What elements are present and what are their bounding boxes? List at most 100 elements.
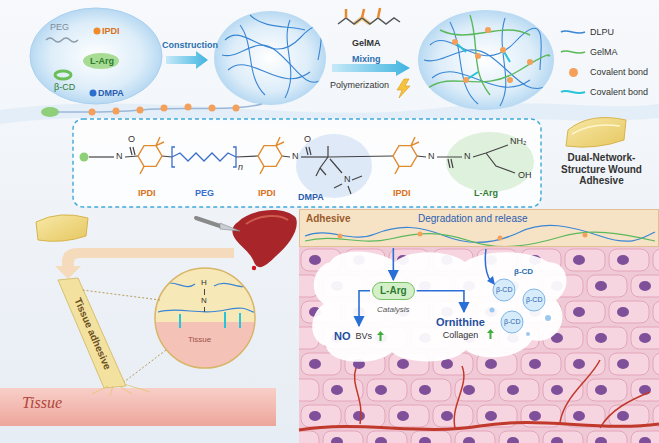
atom-label: N xyxy=(201,296,207,305)
adhesive-film xyxy=(566,118,626,148)
polymer-structure xyxy=(328,156,393,157)
adhesive-layer: AdhesiveDegradation and release xyxy=(299,209,659,247)
node-text: BVs xyxy=(356,331,373,341)
bubble-label: β-CD xyxy=(496,286,512,294)
polymer-chain xyxy=(113,108,120,115)
polymer-structure xyxy=(73,119,541,207)
polymer-structure xyxy=(316,146,342,176)
legend-line xyxy=(561,91,585,93)
tissue-label: Tissue xyxy=(22,394,62,412)
polymer-structure xyxy=(162,156,172,157)
polymer-structure xyxy=(130,147,135,155)
dual-network xyxy=(452,27,533,83)
polyurethane-network xyxy=(225,27,321,60)
legend-line xyxy=(561,51,585,53)
tissue-panel xyxy=(493,279,515,301)
tissue-panel xyxy=(490,308,552,337)
increase-arrow xyxy=(487,329,494,339)
polymer-structure xyxy=(172,147,236,167)
dual-network xyxy=(424,50,548,89)
monomer-pool xyxy=(30,8,162,104)
legend-text: Covalent bond xyxy=(590,87,648,97)
polymer-structure xyxy=(260,137,284,174)
dual-network xyxy=(455,42,510,80)
polymer-chain xyxy=(209,105,216,112)
legend-text: DLPU xyxy=(590,27,614,37)
polymer-chain xyxy=(58,104,262,112)
zoom-view xyxy=(160,283,195,287)
zoom-view xyxy=(158,283,256,312)
adhesive-strip xyxy=(110,386,113,396)
legend-row: Covalent bond xyxy=(560,64,648,80)
legend-line xyxy=(560,88,586,96)
polymer-structure xyxy=(140,137,164,174)
legend-line xyxy=(560,48,586,56)
dual-network xyxy=(500,47,506,53)
product-group: OrnithineCollagen xyxy=(432,314,496,342)
zoom-view xyxy=(150,266,260,372)
monomer-pool xyxy=(30,8,162,104)
zoom-view xyxy=(150,266,260,322)
node-text: L-Arg xyxy=(380,285,407,297)
tissue-bar xyxy=(0,388,276,426)
polymer-structure xyxy=(172,153,236,161)
legend-row: DLPU xyxy=(560,24,648,40)
legend-text: GelMA xyxy=(590,47,618,57)
node-text: IPDI xyxy=(258,188,276,198)
tissue-panel xyxy=(338,234,343,239)
polymer-chain xyxy=(161,105,168,112)
polymer-structure xyxy=(236,156,258,157)
polyurethane-network xyxy=(250,15,305,30)
dual-network xyxy=(475,53,481,59)
node-text: DMPA xyxy=(98,88,124,98)
scalpel xyxy=(220,223,240,231)
flow-arrow xyxy=(417,291,464,312)
molecule-label: β-CD xyxy=(514,267,533,276)
atom-label: N xyxy=(292,151,299,161)
node-text: PEG xyxy=(195,188,214,198)
dual-network xyxy=(507,77,513,83)
tissue-panel xyxy=(299,247,659,443)
tissue-panel xyxy=(305,225,655,242)
tissue-panel xyxy=(485,249,491,282)
zoom-view xyxy=(158,308,256,312)
tissue-panel xyxy=(418,232,423,237)
construction-arrow xyxy=(166,51,208,69)
legend-sample xyxy=(560,87,586,97)
product-label: Dual-Network-Structure Wound Adhesive xyxy=(546,152,657,187)
structure-box-outline xyxy=(73,119,541,207)
polymer-chain xyxy=(137,107,144,114)
gelma-molecule xyxy=(346,8,380,18)
polymer-structure xyxy=(393,146,417,167)
tissue-panel xyxy=(299,360,659,430)
zoom-view xyxy=(214,283,252,286)
polymer-structure xyxy=(446,132,534,192)
small-film xyxy=(36,215,88,242)
dual-network xyxy=(428,55,550,88)
adhesive-strip xyxy=(58,278,150,396)
polymer-structure xyxy=(73,119,541,207)
atom-label: N xyxy=(344,174,351,184)
dual-network xyxy=(424,15,550,106)
tissue-panel xyxy=(299,209,659,443)
step-label: Polymerization xyxy=(330,80,389,90)
tissue-panel xyxy=(560,360,600,422)
legend-sample xyxy=(560,67,586,77)
polymer-structure xyxy=(301,156,328,157)
increase-arrow xyxy=(487,329,494,339)
flow-arrow xyxy=(393,248,395,280)
tissue-panel xyxy=(583,233,588,238)
polymer-structure xyxy=(296,134,372,198)
node-text: β-CD xyxy=(54,82,75,92)
polymer-structure xyxy=(282,156,290,157)
tissue-panel xyxy=(526,332,530,336)
tissue-panel xyxy=(501,311,523,333)
polyurethane-network xyxy=(240,25,265,95)
flow-arrow xyxy=(359,291,370,326)
polyurethane-network xyxy=(222,45,322,82)
process-label: Catalysis xyxy=(377,305,409,314)
atom-label: OH xyxy=(518,170,532,180)
tissue-panel xyxy=(600,392,650,428)
polymer-structure xyxy=(138,146,162,167)
strip-label: Tissue adhesive xyxy=(72,296,113,371)
